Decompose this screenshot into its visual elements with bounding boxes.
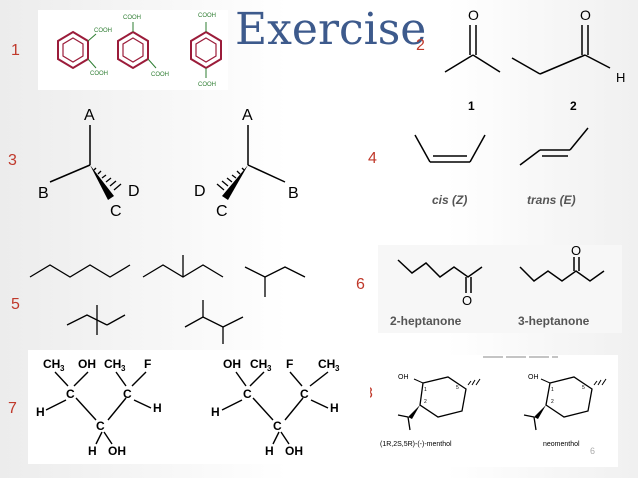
name-3-heptanone: 3-heptanone	[518, 314, 590, 328]
section-number-5: 5	[11, 296, 20, 313]
position-5: 5	[456, 385, 459, 391]
panel-stereocenters: A B D C A D B C	[38, 107, 299, 220]
section-number-1: 1	[11, 42, 20, 59]
cooh-label-1a: COOH	[94, 28, 112, 34]
cis-label: cis (Z)	[432, 193, 467, 207]
oxygen-label-2: O	[580, 7, 591, 23]
slide-title: Exercise	[235, 4, 427, 55]
ch3-subscript: 3	[335, 364, 340, 373]
h-label: H	[36, 405, 45, 419]
oh-label: OH	[78, 357, 96, 371]
f-label: F	[286, 357, 293, 371]
substituent-c-left: C	[110, 203, 122, 220]
cooh-label-2b: COOH	[151, 72, 169, 78]
oh-label: OH	[285, 444, 303, 458]
oxygen-label-heptanone-1: O	[462, 293, 472, 308]
f-label: F	[144, 357, 151, 371]
carbon-label: C	[66, 387, 75, 401]
h-label: H	[330, 401, 339, 415]
substituent-b-left: B	[38, 185, 49, 202]
oh-label: OH	[108, 444, 126, 458]
position-1: 1	[424, 387, 427, 393]
compound-label-2: 2	[570, 99, 577, 113]
substituent-d-right: D	[194, 183, 206, 200]
ch3-subscript: 3	[267, 364, 272, 373]
menthol-structures: OH 1 2 5 (1R,2S,5R)-(-)-menthol OH 1 2 5…	[380, 356, 607, 448]
trans-label: trans (E)	[527, 193, 576, 207]
panel-menthol-isomers: OH 1 2 5 (1R,2S,5R)-(-)-menthol OH 1 2 5…	[378, 355, 618, 467]
section-number-2: 2	[416, 37, 425, 54]
h-label: H	[265, 444, 274, 458]
panel-hexane-isomers	[29, 255, 306, 344]
substituent-a-left: A	[84, 107, 95, 124]
carbon-label: C	[96, 419, 105, 433]
benzene-structures: COOH COOH COOH COOH COOH COOH	[57, 13, 222, 88]
ch3-subscript: 3	[60, 364, 65, 373]
position-5: 5	[582, 385, 585, 391]
ch3-label: CH	[250, 357, 267, 371]
ch3-label: CH	[104, 357, 121, 371]
carbon-label: C	[243, 387, 252, 401]
hydrogen-label: H	[616, 70, 625, 85]
compound-label-1: 1	[468, 99, 475, 113]
ch3-subscript: 3	[121, 364, 126, 373]
page-number: 6	[590, 446, 596, 456]
ch3-label: CH	[318, 357, 335, 371]
carbon-label: C	[273, 419, 282, 433]
panel-stereo-structures: CH 3 OH CH 3 F C C C H H H OH OH CH 3 F …	[28, 350, 370, 464]
substituent-b-right: B	[288, 185, 299, 202]
oh-label: OH	[223, 357, 241, 371]
carbon-label: C	[300, 387, 309, 401]
position-2: 2	[424, 399, 427, 405]
section-number-4: 4	[368, 150, 377, 167]
name-2-heptanone: 2-heptanone	[390, 314, 462, 328]
h-label: H	[88, 444, 97, 458]
oxygen-label-1: O	[468, 7, 479, 23]
section-number-6: 6	[356, 276, 365, 293]
cooh-label-3a: COOH	[198, 13, 216, 19]
panel-heptanones: O O 2-heptanone 3-heptanone	[378, 243, 622, 333]
oh-label-menthol: OH	[398, 374, 409, 381]
menthol-name: (1R,2S,5R)-(-)-menthol	[380, 441, 452, 448]
stereo-structures-svg: CH 3 OH CH 3 F C C C H H H OH OH CH 3 F …	[36, 357, 340, 458]
h-label: H	[153, 401, 162, 415]
heptanone-structures: O O 2-heptanone 3-heptanone	[390, 243, 605, 328]
cooh-label-1b: COOH	[90, 71, 108, 77]
carbon-label: C	[123, 387, 132, 401]
section-number-7: 7	[8, 400, 17, 417]
position-2: 2	[551, 399, 554, 405]
position-1: 1	[551, 387, 554, 393]
section-number-3: 3	[8, 152, 17, 169]
cooh-label-2a: COOH	[123, 15, 141, 21]
substituent-a-right: A	[242, 107, 253, 124]
cooh-label-3b: COOH	[198, 82, 216, 88]
substituent-c-right: C	[216, 203, 228, 220]
oh-label-neomenthol: OH	[528, 374, 539, 381]
neomenthol-name: neomenthol	[543, 441, 580, 448]
substituent-d-left: D	[128, 183, 140, 200]
panel-carbonyl-compounds: O O H 1 2	[444, 7, 625, 113]
ch3-label: CH	[43, 357, 60, 371]
h-label: H	[211, 405, 220, 419]
panel-cis-trans: cis (Z) trans (E)	[414, 127, 589, 207]
panel-benzenedicarboxylic-acids: COOH COOH COOH COOH COOH COOH	[38, 10, 228, 90]
oxygen-label-heptanone-2: O	[571, 245, 581, 258]
